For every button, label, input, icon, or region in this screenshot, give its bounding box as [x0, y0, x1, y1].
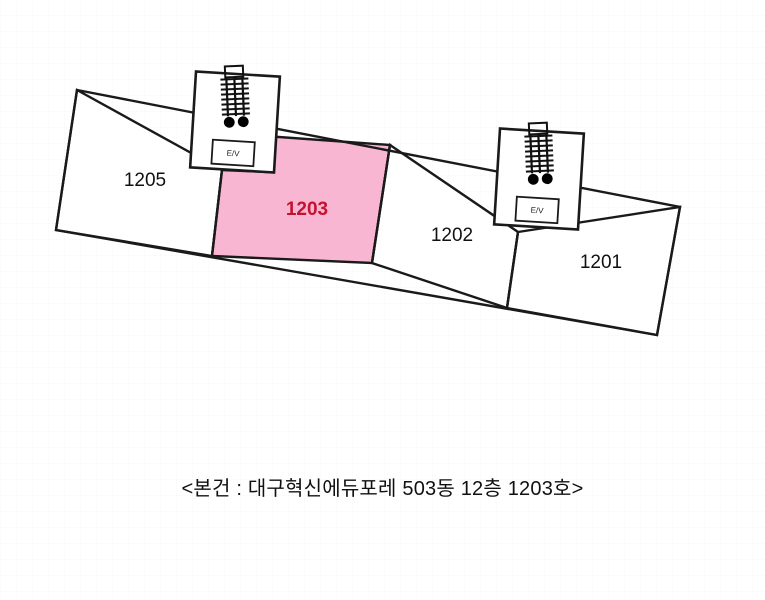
unit-labels: 1205 1203 1202 1201 [124, 170, 622, 273]
plan-caption: <본건 : 대구혁신에듀포레 503동 12층 1203호> [181, 478, 584, 500]
core-left[interactable]: E/V [188, 62, 282, 174]
unit-label-1201: 1201 [580, 252, 622, 273]
core-right[interactable]: E/V [492, 119, 586, 231]
divider-1202-1201 [505, 231, 520, 309]
elevator-box-right [514, 195, 560, 225]
building-outline [54, 88, 682, 337]
elevator-box-left [210, 138, 256, 168]
elevator-label-right: E/V [530, 206, 544, 216]
divider-1205-1203 [210, 169, 224, 257]
units-layer [54, 88, 682, 337]
divider-1203-1202 [370, 144, 392, 264]
elevator-label-left: E/V [226, 149, 240, 159]
unit-label-1203: 1203 [286, 199, 328, 220]
unit-dividers [210, 144, 520, 309]
unit-label-1202: 1202 [431, 225, 473, 246]
unit-label-1205: 1205 [124, 170, 166, 191]
